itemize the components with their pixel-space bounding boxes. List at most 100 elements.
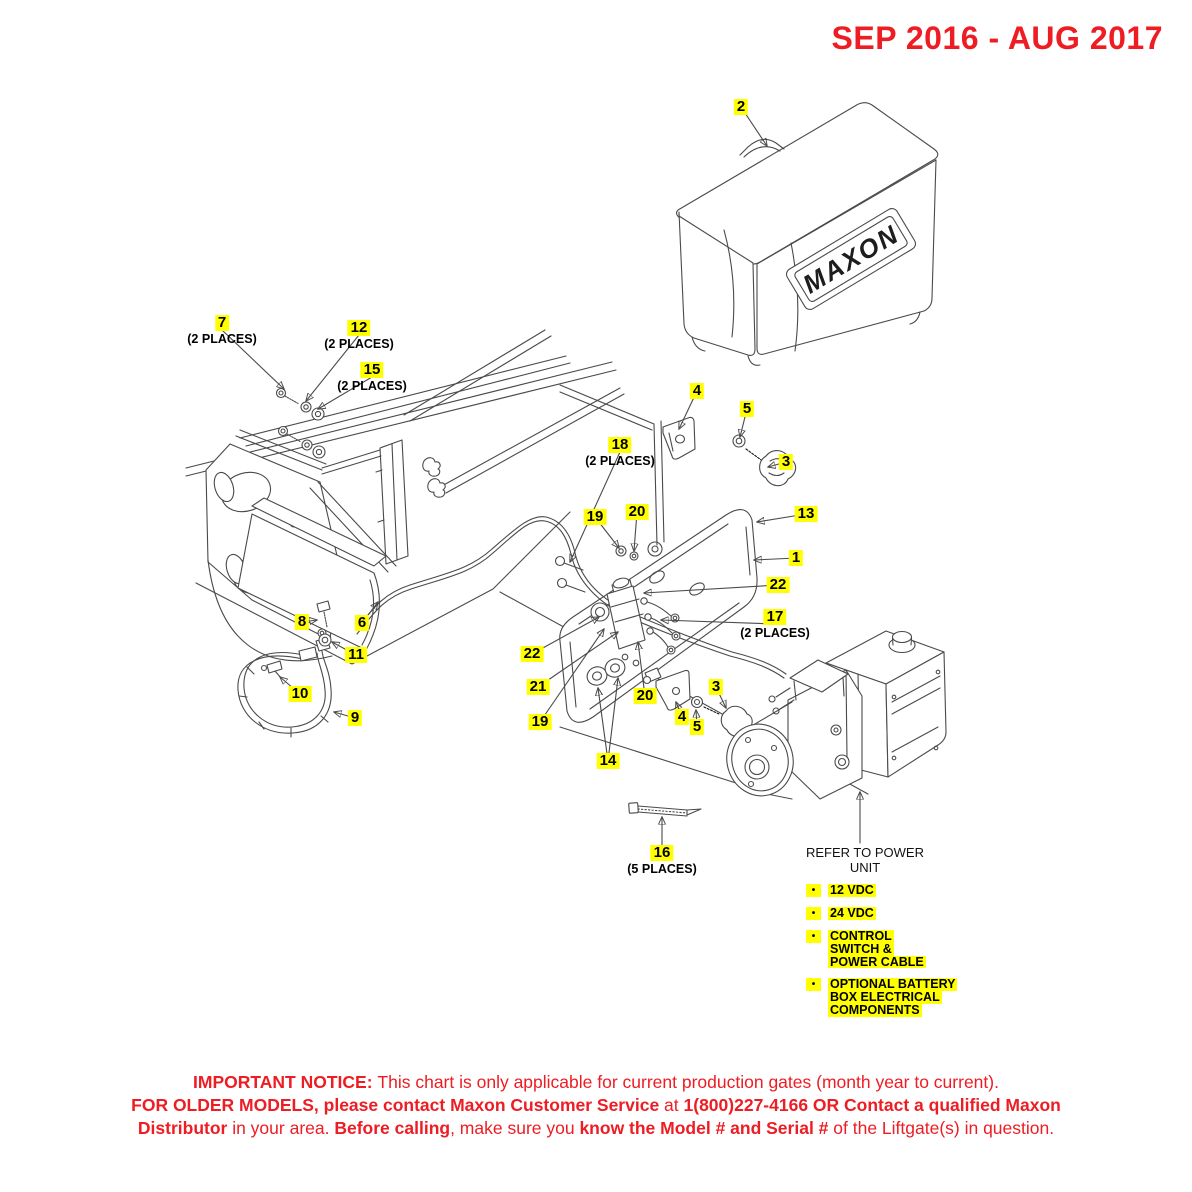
notice-text: of the Liftgate(s) in question. — [833, 1118, 1055, 1138]
leader-line — [661, 620, 776, 625]
callout-5: 5 — [689, 718, 705, 736]
bullet-dot: • — [806, 930, 821, 943]
bullet-dot: • — [806, 884, 821, 897]
notice-bold-text: know the Model # and Serial # — [579, 1118, 834, 1138]
bolt-8 — [316, 600, 331, 613]
callout-number: 20 — [625, 504, 649, 520]
callout-number: 22 — [766, 577, 790, 593]
callout-22: 22 — [766, 576, 790, 594]
callout-17: 17(2 PLACES) — [740, 608, 810, 641]
screw-washer-sets-drawing — [275, 387, 326, 459]
callout-3: 3 — [708, 678, 724, 696]
callout-number: 5 — [689, 719, 705, 735]
callout-8: 8 — [294, 613, 310, 631]
notice-line: FOR OLDER MODELS, please contact Maxon C… — [0, 1094, 1192, 1117]
callout-number: 18 — [608, 437, 632, 453]
callout-number: 13 — [794, 506, 818, 522]
notice-text: This chart is only applicable for curren… — [377, 1072, 999, 1092]
hose-loop-drawing — [237, 600, 332, 738]
callout-note: (2 PLACES) — [585, 454, 655, 468]
bullet-text-line: BOX ELECTRICAL — [828, 990, 942, 1005]
notice-bold-text: Before calling — [334, 1118, 451, 1138]
leader-line — [644, 584, 779, 593]
bullet-text-line: CONTROL — [828, 929, 894, 943]
callout-number: 3 — [708, 679, 724, 695]
cross-beam — [251, 497, 387, 567]
callout-number: 11 — [345, 647, 367, 663]
callout-note: (2 PLACES) — [740, 626, 810, 640]
hydraulic-hose-drawing — [355, 516, 787, 679]
refer-note-line1: REFER TO POWER — [806, 845, 924, 860]
callout-21: 21 — [526, 678, 550, 696]
bullet-dot: • — [806, 978, 821, 992]
callout-number: 7 — [214, 315, 230, 331]
refer-to-power-unit-note: REFER TO POWER UNIT — [798, 845, 932, 875]
callout-9: 9 — [347, 709, 363, 727]
callout-number: 3 — [778, 454, 794, 470]
bullet-dot: • — [806, 907, 821, 920]
callout-note: (5 PLACES) — [627, 862, 697, 876]
callout-13: 13 — [794, 505, 818, 523]
callout-22: 22 — [520, 645, 544, 663]
notice-line: Distributor in your area. Before calling… — [0, 1117, 1192, 1140]
grommet — [604, 658, 626, 678]
callout-16: 16(5 PLACES) — [627, 844, 697, 877]
cover-box-drawing: MAXON — [676, 102, 939, 366]
notice-line: IMPORTANT NOTICE: This chart is only app… — [0, 1071, 1192, 1094]
callout-number: 10 — [288, 686, 312, 702]
bullet-item: • 24 VDC — [806, 907, 957, 920]
notice-text: in your area. — [232, 1118, 335, 1138]
chassis-drawing — [185, 329, 869, 795]
bullet-text-line: SWITCH & — [828, 941, 894, 956]
bullet-text-line: POWER CABLE — [828, 954, 926, 969]
callout-number: 5 — [739, 401, 755, 417]
callout-18: 18(2 PLACES) — [585, 436, 655, 469]
callout-number: 14 — [596, 753, 620, 769]
callout-number: 1 — [788, 550, 804, 566]
callout-number: 22 — [520, 646, 544, 662]
callout-note: (2 PLACES) — [337, 379, 407, 393]
callout-6: 6 — [354, 614, 370, 632]
power-unit-drawing — [726, 630, 947, 800]
bullet-item: • 12 VDC — [806, 884, 957, 897]
callout-4: 4 — [674, 708, 690, 726]
callout-7: 7(2 PLACES) — [187, 314, 256, 347]
callout-note: (2 PLACES) — [324, 337, 394, 351]
bullet-text-line: 12 VDC — [828, 883, 876, 897]
callout-15: 15(2 PLACES) — [337, 361, 407, 394]
callout-number: 8 — [294, 614, 310, 630]
leader-line — [607, 678, 618, 762]
callout-number: 16 — [650, 845, 674, 861]
elbow-fitting — [266, 660, 283, 674]
leader-line — [306, 334, 360, 401]
callout-14: 14 — [596, 752, 620, 770]
callout-19: 19 — [528, 713, 552, 731]
callout-number: 19 — [528, 714, 552, 730]
callout-12: 12(2 PLACES) — [324, 319, 394, 352]
callout-number: 2 — [733, 99, 749, 115]
callout-1: 1 — [788, 549, 804, 567]
callout-number: 21 — [526, 679, 550, 695]
bullet-text-line: 24 VDC — [828, 906, 876, 920]
leader-line — [221, 329, 284, 389]
callout-number: 19 — [583, 509, 607, 525]
callout-5: 5 — [739, 400, 755, 418]
callout-20: 20 — [625, 503, 649, 521]
callout-number: 12 — [347, 320, 371, 336]
leader-line — [598, 688, 609, 762]
leader-line — [570, 451, 621, 562]
callout-19: 19 — [583, 508, 607, 526]
callout-10: 10 — [288, 685, 312, 703]
callout-number: 9 — [347, 710, 363, 726]
callout-4: 4 — [689, 382, 705, 400]
callout-number: 4 — [674, 709, 690, 725]
callout-number: 20 — [633, 688, 657, 704]
notice-bold-text: IMPORTANT NOTICE: — [193, 1072, 378, 1092]
revision-date-range: SEP 2016 - AUG 2017 — [831, 20, 1163, 56]
important-notice: IMPORTANT NOTICE: This chart is only app… — [0, 1071, 1192, 1140]
callout-20: 20 — [633, 687, 657, 705]
